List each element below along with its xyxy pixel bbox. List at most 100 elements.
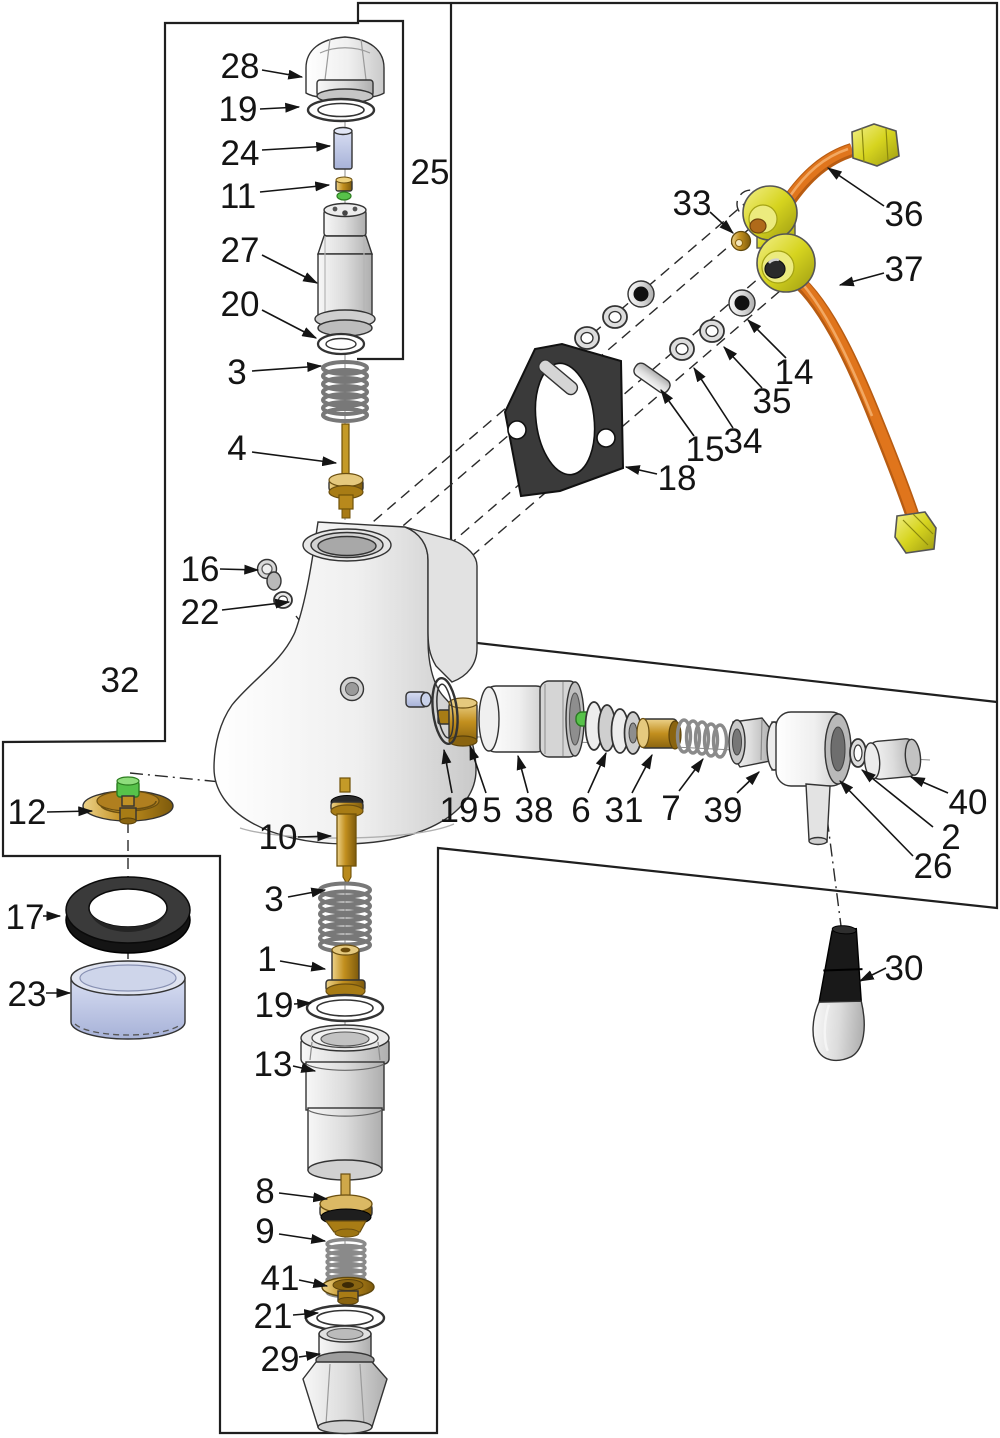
group-head-boss: [404, 526, 478, 683]
part-10-piston-stem: [330, 777, 364, 886]
part-label-11-3: 11: [220, 177, 256, 216]
part-label-34-14: 34: [724, 422, 763, 461]
part-37-pipe-lower: [784, 266, 937, 554]
part-fastener-row-2: [633, 289, 756, 394]
leader-line-31-37: [631, 753, 653, 794]
part-label-29-32: 29: [261, 1340, 300, 1379]
part-18-bracket-plate: [503, 342, 625, 498]
leader-line-28-0: [261, 69, 304, 80]
part-label-6-36: 6: [571, 791, 590, 830]
part-19-oring-top: [306, 97, 376, 123]
part-label-1-25: 1: [257, 940, 276, 979]
leader-line-3-24: [287, 887, 327, 898]
leader-line-19-33: [441, 748, 453, 794]
part-label-17-21: 17: [6, 898, 45, 937]
part-27-valve-body: [314, 202, 376, 337]
part-label-16-17: 16: [181, 550, 220, 589]
left-stack: [65, 776, 191, 1040]
part-23-shower-screen: [70, 960, 186, 1040]
leader-line-19-1: [259, 102, 301, 113]
leader-line-15-15: [660, 388, 695, 437]
part-label-22-18: 22: [181, 593, 220, 632]
part-label-4-8: 4: [227, 429, 246, 468]
part-label-37-11: 37: [885, 250, 924, 289]
leader-line-30-43: [858, 967, 887, 982]
leader-line-1-25: [279, 960, 327, 972]
leader-line-8-28: [278, 1192, 329, 1203]
leader-line-5-34: [469, 744, 487, 794]
part-label-35-13: 35: [753, 382, 792, 421]
leader-line-3-6: [251, 362, 323, 372]
leader-line-24-2: [261, 141, 332, 152]
part-label-19-26: 19: [255, 986, 294, 1025]
bracket-25: [357, 19, 405, 361]
part-label-41-30: 41: [261, 1259, 300, 1298]
part-banjo-fittings: [742, 185, 816, 293]
part-19-oring-cam: [431, 677, 459, 745]
part-label-39-39: 39: [704, 791, 743, 830]
leader-line-18-16: [624, 465, 658, 475]
leader-line-26-42: [839, 780, 914, 857]
leader-line-40-40: [909, 776, 949, 794]
leader-line-36-10: [826, 167, 885, 207]
leader-line-6-36: [587, 751, 607, 794]
part-20-oring: [316, 332, 366, 356]
part-6-seal-stack: [584, 701, 643, 755]
part-31-spool: [636, 717, 682, 750]
part-label-13-27: 13: [254, 1045, 293, 1084]
bottom-stack: [300, 777, 390, 1435]
leader-line-39-39: [736, 771, 760, 794]
part-label-18-16: 18: [658, 459, 697, 498]
part-label-30-43: 30: [885, 949, 924, 988]
part-13-piston-sleeve: [300, 1024, 390, 1181]
part-label-3-6: 3: [227, 353, 246, 392]
part-label-27-4: 27: [221, 231, 260, 270]
part-label-40-40: 40: [949, 783, 988, 822]
leader-line-19-26: [293, 998, 313, 1009]
part-22-washer: [273, 591, 293, 609]
part-label-15-15: 15: [686, 430, 725, 469]
part-label-10-23: 10: [259, 818, 298, 857]
part-label-9-29: 9: [255, 1212, 274, 1251]
part-label-8-28: 8: [255, 1172, 274, 1211]
part-label-12-20: 12: [8, 793, 47, 832]
leader-line-22-18: [221, 598, 291, 611]
leader-line-7-38: [678, 758, 704, 792]
leader-line-2-41: [861, 769, 934, 828]
part-8-valve-poppet: [319, 1173, 373, 1238]
leader-line-38-35: [516, 754, 529, 794]
part-26-lever-hub: [766, 711, 852, 846]
part-sight-screw: [405, 691, 432, 708]
dashed-bolt-axis-4: [429, 271, 803, 593]
part-7-spring: [675, 718, 729, 759]
part-label-26-42: 26: [914, 847, 953, 886]
part-label-5-34: 5: [482, 791, 501, 830]
part-11-valve-seat: [335, 176, 353, 201]
part-2-washer: [849, 738, 867, 768]
part-label-28-0: 28: [221, 47, 260, 86]
part-4-valve-stem: [328, 423, 364, 519]
part-label-31-37: 31: [605, 791, 644, 830]
leader-line-37-11: [838, 272, 885, 287]
part-label-25-7: 25: [411, 153, 450, 192]
leader-line-27-4: [261, 254, 319, 284]
part-label-20-5: 20: [221, 285, 260, 324]
leader-line-12-20: [46, 806, 94, 817]
part-front-bolt: [339, 676, 365, 702]
part-label-32-19: 32: [101, 661, 140, 700]
leader-line-16-17: [219, 564, 260, 575]
part-12-shower-holder: [82, 776, 174, 825]
part-40-end-cap: [863, 738, 922, 780]
leader-line-14-12: [747, 319, 787, 359]
leader-line-20-5: [261, 309, 318, 339]
part-39-gland-nut: [728, 717, 773, 768]
part-3-spring-top: [321, 360, 369, 423]
part-17-group-gasket: [65, 876, 191, 954]
group-head: [213, 521, 478, 845]
part-16-screw: [256, 558, 282, 591]
part-label-7-38: 7: [661, 789, 680, 828]
part-label-19-33: 19: [440, 791, 479, 830]
